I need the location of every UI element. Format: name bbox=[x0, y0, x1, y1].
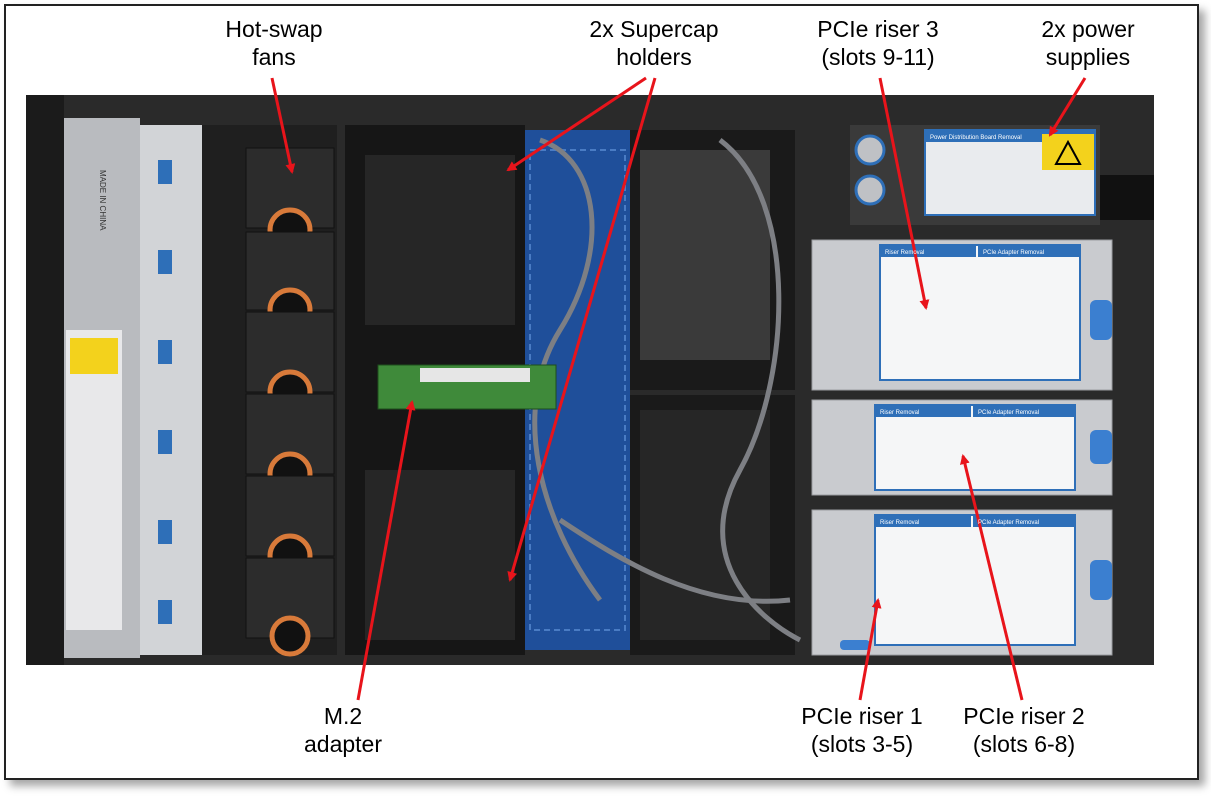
pcie-riser-2 bbox=[811, 399, 1113, 496]
riser3-removal-title: Riser Removal bbox=[885, 250, 924, 256]
arrow-psu bbox=[1048, 77, 1087, 137]
server-chassis bbox=[26, 95, 1154, 665]
callout-arrows bbox=[270, 76, 1087, 701]
pcie-riser-3 bbox=[811, 239, 1113, 391]
service-label bbox=[66, 330, 122, 630]
label-riser2-line2: (slots 6-8) bbox=[973, 731, 1075, 757]
fan bbox=[245, 557, 335, 657]
riser1-removal-title: Riser Removal bbox=[880, 520, 919, 526]
label-riser1-line2: (slots 3-5) bbox=[811, 731, 913, 757]
label-psu-line2: supplies bbox=[1046, 44, 1130, 70]
label-riser1-line1: PCIe riser 1 bbox=[801, 703, 922, 729]
arrow-fans bbox=[270, 77, 296, 174]
arrow-supercap-bottom bbox=[507, 77, 657, 582]
label-supercap-line1: 2x Supercap bbox=[589, 16, 718, 42]
label-riser2-line1: PCIe riser 2 bbox=[963, 703, 1084, 729]
fan bbox=[245, 393, 335, 497]
psu-panel-title: Power Distribution Board Removal bbox=[930, 135, 1022, 141]
riser1-adapter-title: PCIe Adapter Removal bbox=[978, 520, 1039, 526]
fan bbox=[245, 311, 335, 415]
front-panel-text: MADE IN CHINA bbox=[98, 170, 107, 231]
riser2-removal-title: Riser Removal bbox=[880, 410, 919, 416]
arrow-riser3 bbox=[878, 77, 930, 310]
riser3-adapter-title: PCIe Adapter Removal bbox=[983, 250, 1044, 256]
label-m2-line2: adapter bbox=[304, 731, 382, 757]
label-riser3-line1: PCIe riser 3 bbox=[817, 16, 938, 42]
label-psu-line1: 2x power bbox=[1041, 16, 1135, 42]
hot-swap-fans bbox=[245, 147, 335, 657]
arrow-supercap-top bbox=[506, 76, 647, 172]
riser2-adapter-title: PCIe Adapter Removal bbox=[978, 410, 1039, 416]
labels: Hot-swap fans 2x Supercap holders PCIe r… bbox=[225, 16, 1135, 757]
pcie-riser-1 bbox=[811, 509, 1113, 656]
arrow-riser1 bbox=[858, 598, 882, 701]
caution-label bbox=[70, 338, 118, 374]
label-riser3-line2: (slots 9-11) bbox=[821, 44, 934, 70]
label-fans-line1: Hot-swap bbox=[225, 16, 322, 42]
arrow-m2 bbox=[356, 400, 416, 701]
drive-latches bbox=[158, 160, 172, 624]
label-m2-line1: M.2 bbox=[324, 703, 362, 729]
label-supercap-line2: holders bbox=[616, 44, 691, 70]
arrow-riser2 bbox=[960, 454, 1024, 701]
front-rack-ear bbox=[26, 95, 64, 665]
psu-handle bbox=[1100, 175, 1154, 220]
label-fans-line2: fans bbox=[252, 44, 295, 70]
panel-text: Power Distribution Board Removal Riser R… bbox=[880, 135, 1044, 526]
cables bbox=[532, 137, 802, 643]
